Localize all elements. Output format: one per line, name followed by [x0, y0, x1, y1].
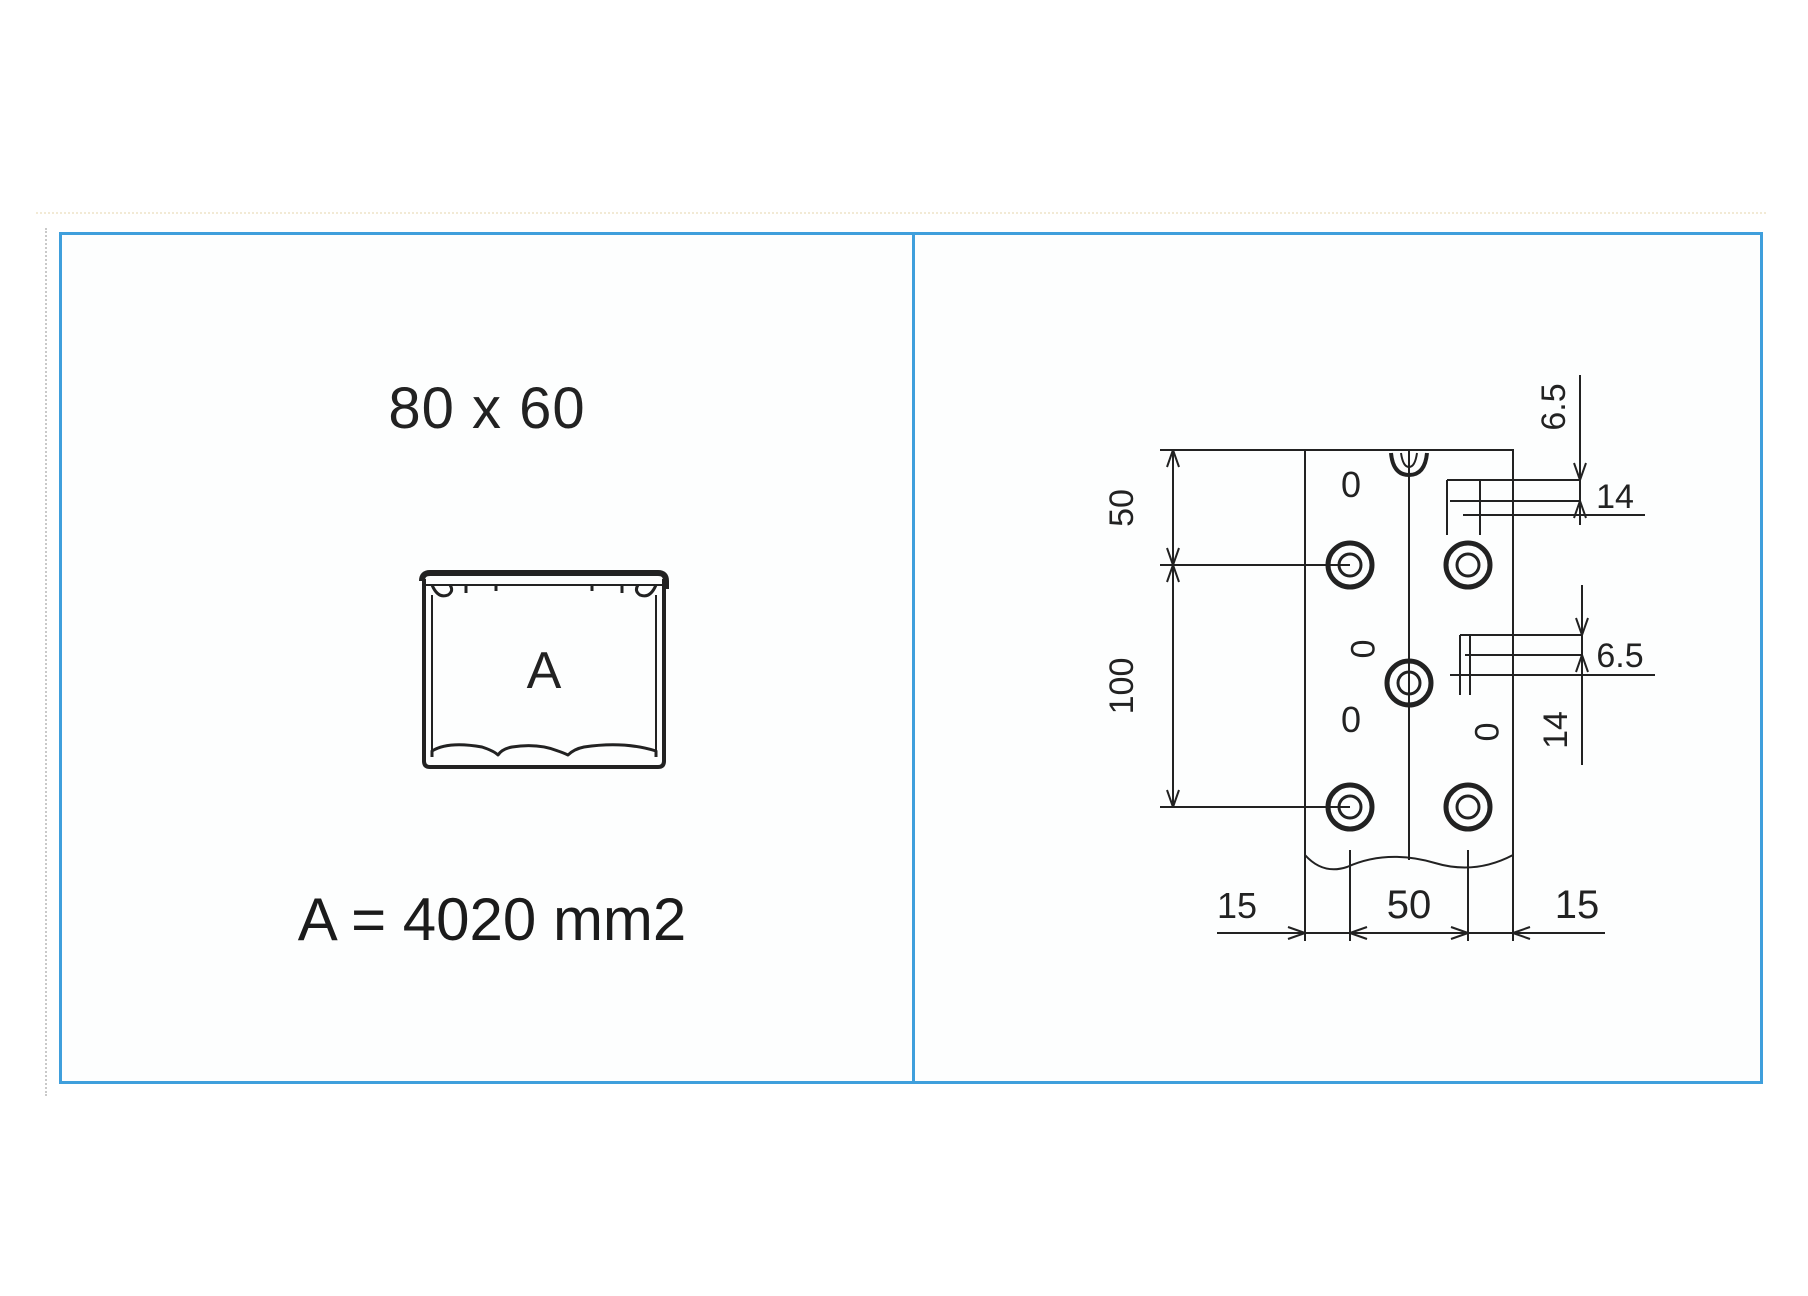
profile-area-letter: A — [527, 642, 562, 700]
dim-label-bottom-left: 15 — [1217, 885, 1257, 926]
slot-mark: 0 — [1341, 464, 1361, 505]
dim-label-mid-slot: 14 — [1537, 711, 1575, 749]
slot-mark: 0 — [1341, 699, 1361, 740]
slot-mark: 0 — [1467, 723, 1505, 742]
mounting-hole-bottom-left — [1325, 782, 1375, 832]
dim-label-50-vertical: 50 — [1103, 489, 1141, 527]
drawing-frame: 80 x 60 A A = 4020 mm2 — [59, 232, 1763, 1084]
cross-section-area-label: A = 4020 mm2 — [297, 886, 687, 953]
duct-size-label: 80 x 60 — [388, 376, 586, 441]
dim-label-top-slot: 14 — [1596, 478, 1634, 516]
hole-pattern-drawing: 0 0 0 0 50 100 6.5 14 6.5 14 — [1103, 375, 1655, 941]
lid-clip-right — [634, 584, 658, 598]
duct-lid — [419, 570, 669, 589]
dim-label-mid-offset: 6.5 — [1596, 637, 1643, 675]
cross-section-panel: 80 x 60 A A = 4020 mm2 — [62, 235, 912, 1081]
base-plate-outline — [1304, 449, 1514, 871]
dim-label-bottom-center: 50 — [1387, 883, 1432, 927]
page-left-dotted-guide — [45, 228, 47, 1096]
duct-outline — [422, 579, 666, 769]
mounting-hole-center — [1384, 658, 1434, 708]
mounting-holes-panel: 0 0 0 0 50 100 6.5 14 6.5 14 — [915, 235, 1763, 1081]
dim-label-top-offset: 6.5 — [1535, 383, 1573, 430]
page-top-dotted-guide — [36, 212, 1766, 214]
dim-label-bottom-right: 15 — [1555, 883, 1600, 927]
duct-base-ribs — [430, 743, 658, 757]
duct-profile-drawing: A — [419, 570, 669, 769]
mounting-hole-top-right — [1443, 540, 1493, 590]
lid-clip-left — [430, 584, 454, 598]
top-half-hole — [1389, 452, 1429, 478]
slot-mark: 0 — [1343, 640, 1381, 659]
mounting-hole-bottom-right — [1443, 782, 1493, 832]
panel-divider — [912, 235, 915, 1081]
mounting-hole-top-left — [1325, 540, 1375, 590]
dim-label-100-vertical: 100 — [1103, 658, 1141, 715]
